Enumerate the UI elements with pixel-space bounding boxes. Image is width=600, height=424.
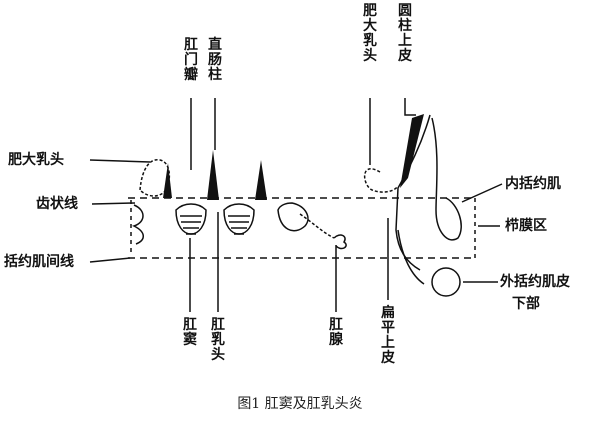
- label-left-hypertrophic-papilla: 肥大乳头: [8, 152, 64, 168]
- figure-caption: 图1 肛窦及肛乳头炎: [237, 396, 363, 412]
- label-pecten-zone: 栉膜区: [505, 218, 547, 234]
- sinus-hatch-2: [228, 215, 250, 235]
- label-squamous-epithelium: 扁 平 上 皮: [381, 305, 395, 366]
- canal-inner-wall: [397, 229, 425, 285]
- label-anal-gland: 肛 腺: [329, 317, 343, 348]
- label-anal-sinus: 肛 窦: [183, 317, 197, 348]
- leader-columnar: [404, 98, 416, 116]
- anal-gland-duct: [299, 213, 335, 239]
- columnar-epithelium-wall: [395, 114, 431, 271]
- anal-sinus-2: [223, 203, 255, 235]
- leader-intersphincteric: [89, 257, 131, 263]
- columnar-epithelium-band: [400, 114, 424, 188]
- label-anal-papilla: 肛 乳 头: [211, 317, 225, 363]
- anal-sinus-1: [175, 203, 207, 235]
- label-intersphincteric-line: 括约肌间线: [4, 254, 74, 270]
- label-external-sphincter-line1: 外括约肌皮: [500, 274, 570, 290]
- external-sphincter-circle: [431, 267, 461, 297]
- label-anal-valve: 肛 门 瓣: [184, 37, 198, 83]
- sinus-hatch-1: [180, 215, 202, 235]
- rectal-column-spike-1: [207, 150, 219, 200]
- leader-internal-sphincter: [461, 183, 503, 203]
- label-external-sphincter-line2: 下部: [512, 296, 540, 312]
- anal-sinus-3: [277, 202, 309, 232]
- leader-dentate: [91, 202, 136, 205]
- label-columnar-epithelium: 圆 柱 上 皮: [398, 3, 412, 64]
- rectal-column-spike-2: [255, 160, 267, 200]
- leader-left-papilla: [89, 159, 151, 163]
- label-right-hypertrophic-papilla: 肥 大 乳 头: [363, 3, 377, 64]
- left-hypertrophic-papilla-shape: [139, 159, 171, 197]
- label-internal-sphincter: 内括约肌: [505, 176, 561, 192]
- internal-sphincter-muscle: [431, 117, 462, 241]
- label-rectal-column: 直 肠 柱: [208, 37, 222, 83]
- left-wall-scallop: [132, 204, 144, 245]
- anal-gland-branch: [333, 234, 347, 250]
- right-hypertrophic-papilla-shape: [364, 168, 399, 193]
- label-dentate-line: 齿状线: [36, 196, 78, 212]
- anal-valve-spike-1: [163, 163, 172, 198]
